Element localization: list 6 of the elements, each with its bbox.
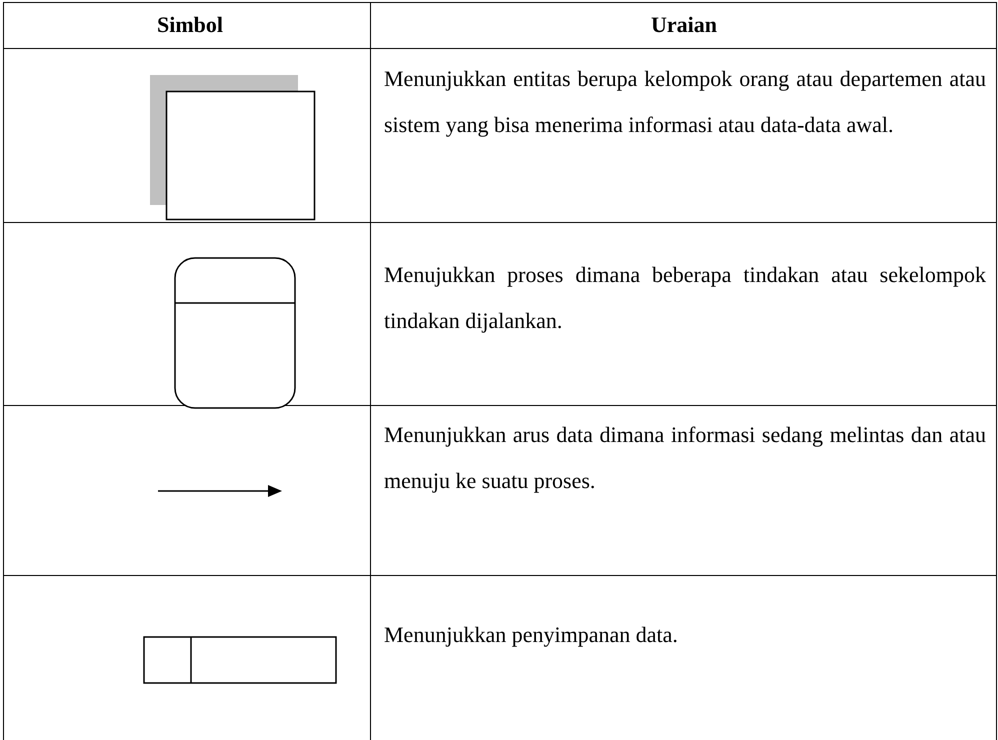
description-text: Menunjukkan penyimpanan data. [384,621,679,649]
description-text: Menujukkan proses dimana beberapa tindakan atau sekelompok tindakan dijalankan. [384,261,986,335]
column-header: Uraian [650,12,718,38]
description-text: Menunjukkan entitas berupa kelompok orang atau departemen atau sistem yang bisa menerima informasi atau data-data awal. [384,65,986,139]
column-header: Simbol [156,12,224,38]
description-text: Menunjukkan arus data dimana informasi sedang melintas dan atau menuju ke suatu proses. [384,421,986,495]
